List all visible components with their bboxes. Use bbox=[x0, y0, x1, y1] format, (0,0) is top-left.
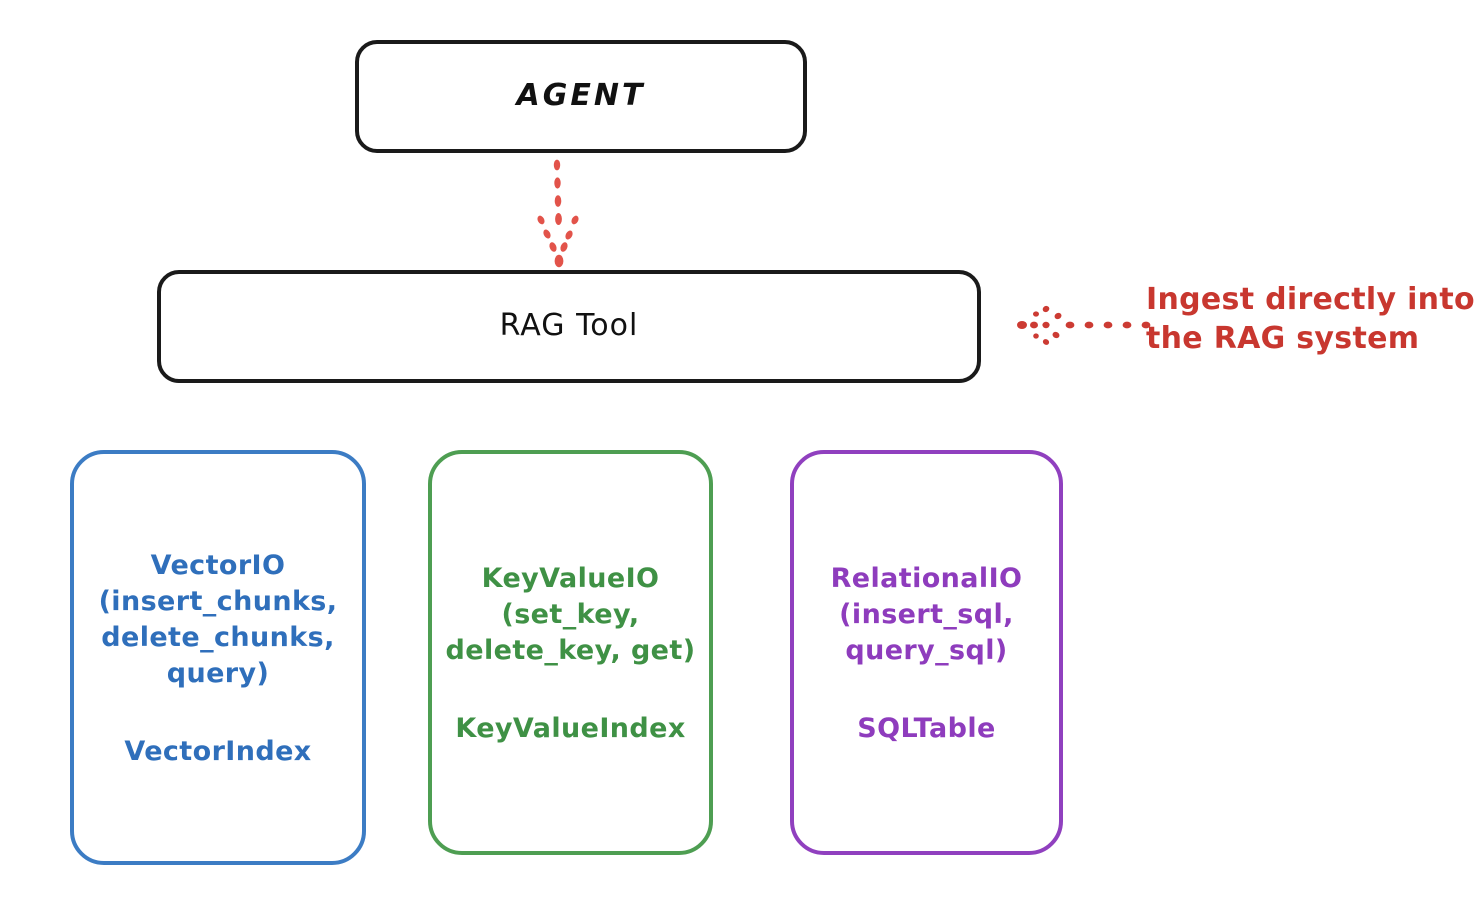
rag-tool-node-label: RAG Tool bbox=[499, 308, 639, 344]
vector-io-api-label: VectorIO (insert_chunks, delete_chunks, … bbox=[98, 550, 338, 689]
key-value-index-label: KeyValueIndex bbox=[455, 712, 686, 744]
ingest-annotation-label: Ingest directly into the RAG system bbox=[1146, 282, 1475, 356]
key-value-io-node[interactable]: KeyValueIO (set_key, delete_key, get) Ke… bbox=[428, 450, 713, 855]
relational-io-api-label: RelationalIO (insert_sql, query_sql) bbox=[830, 563, 1023, 666]
vector-io-node[interactable]: VectorIO (insert_chunks, delete_chunks, … bbox=[70, 450, 366, 865]
relational-io-node[interactable]: RelationalIO (insert_sql, query_sql) SQL… bbox=[790, 450, 1063, 855]
agent-node[interactable]: AGENT bbox=[355, 40, 807, 153]
agent-to-rag-tool-arrow bbox=[537, 159, 579, 268]
agent-node-label: AGENT bbox=[516, 78, 646, 114]
vector-index-label: VectorIndex bbox=[124, 735, 312, 767]
rag-tool-node[interactable]: RAG Tool bbox=[157, 270, 981, 383]
sql-table-label: SQLTable bbox=[857, 712, 996, 744]
key-value-io-api-label: KeyValueIO (set_key, delete_key, get) bbox=[445, 563, 696, 666]
ingest-arrow-icon bbox=[1017, 305, 1151, 345]
